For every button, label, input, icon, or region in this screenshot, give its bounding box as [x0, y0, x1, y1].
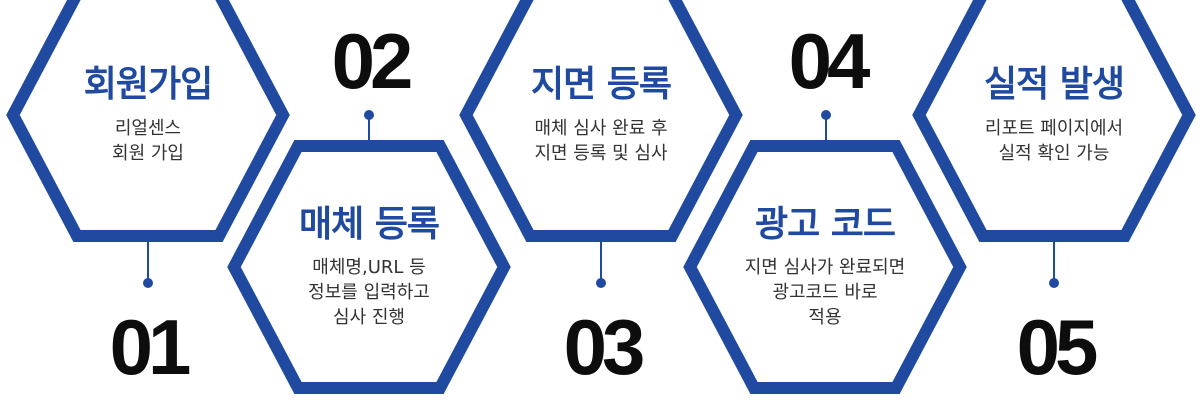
step-2-number: 02: [331, 17, 414, 105]
step-5-hexagon: 실적 발생 리포트 페이지에서 실적 확인 가능: [912, 0, 1196, 244]
step-4-hexagon-shape: [683, 140, 967, 394]
step-3-hexagon-shape: [459, 0, 743, 242]
step-3-connector-line: [600, 236, 602, 282]
step-5-number: 05: [1016, 303, 1099, 391]
step-5-connector-dot: [1049, 278, 1059, 288]
step-2-title: 매체 등록: [298, 203, 440, 245]
step-3-description: 매체 심사 완료 후 지면 등록 및 심사: [534, 117, 668, 164]
step-4-connector-line: [825, 115, 827, 147]
step-2-hexagon-shape: [227, 140, 511, 394]
step-1-number: 01: [109, 303, 192, 391]
step-1-connector-dot: [143, 278, 153, 288]
step-3-hexagon: 지면 등록 매체 심사 완료 후 지면 등록 및 심사: [459, 0, 743, 244]
step-1-connector-line: [147, 236, 149, 282]
step-2-connector-line: [368, 115, 370, 147]
step-5-connector-line: [1053, 236, 1055, 282]
step-5-hexagon-shape: [912, 0, 1196, 242]
step-3-number: 03: [563, 303, 646, 391]
step-4-hexagon: 광고 코드 지면 심사가 완료되면 광고코드 바로 적용: [683, 138, 967, 396]
step-5-description: 리포트 페이지에서 실적 확인 가능: [984, 117, 1124, 164]
step-3-connector-dot: [596, 278, 606, 288]
step-1-title: 회원가입: [83, 64, 213, 106]
step-3-title: 지면 등록: [530, 64, 672, 106]
step-5-title: 실적 발생: [983, 64, 1125, 106]
step-4-number: 04: [788, 17, 871, 105]
step-1-hexagon-shape: [6, 0, 290, 242]
step-2-hexagon: 매체 등록 매체명,URL 등 정보를 입력하고 심사 진행: [227, 138, 511, 396]
step-4-description: 지면 심사가 완료되면 광고코드 바로 적용: [744, 256, 906, 329]
step-2-description: 매체명,URL 등 정보를 입력하고 심사 진행: [308, 256, 430, 329]
step-1-description: 리얼센스 회원 가입: [112, 117, 184, 164]
step-1-hexagon: 회원가입 리얼센스 회원 가입: [6, 0, 290, 244]
step-4-title: 광고 코드: [754, 203, 896, 245]
